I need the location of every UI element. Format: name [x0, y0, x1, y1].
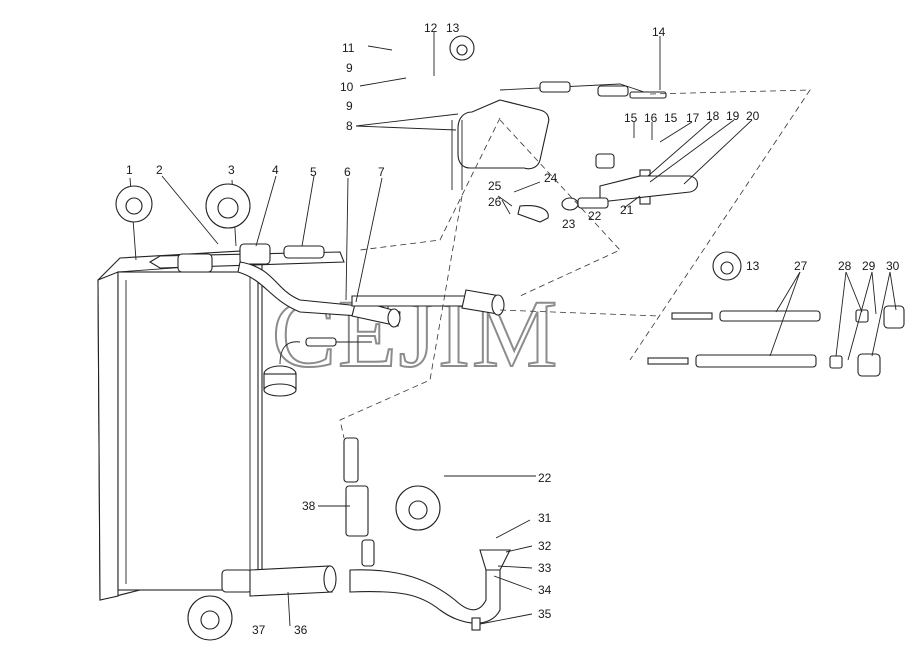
- radiator: [97, 249, 263, 601]
- callout-24: 24: [544, 171, 558, 185]
- callout-36: 36: [294, 623, 308, 637]
- callout-21: 21: [620, 203, 634, 217]
- callout-38: 38: [302, 499, 316, 513]
- callout-35: 35: [538, 607, 552, 621]
- callout-9b: 9: [346, 99, 353, 113]
- callout-20: 20: [746, 109, 760, 123]
- callout-16: 16: [644, 111, 658, 125]
- clamp-icon: [115, 35, 742, 641]
- lower-hose: [221, 437, 511, 631]
- callout-12: 12: [424, 21, 438, 35]
- callout-23: 23: [562, 217, 576, 231]
- callout-18: 18: [706, 109, 720, 123]
- callout-19: 19: [726, 109, 740, 123]
- callout-2: 2: [156, 163, 163, 177]
- callout-1: 1: [126, 163, 133, 177]
- callout-10: 10: [340, 80, 354, 94]
- callout-13a: 13: [446, 21, 460, 35]
- callout-3: 3: [228, 163, 235, 177]
- leader-lines: [129, 32, 897, 627]
- callout-6: 6: [344, 165, 351, 179]
- right-tubes: [647, 305, 905, 377]
- expansion-tank: [263, 337, 372, 397]
- callout-13b: 13: [746, 259, 760, 273]
- callout-8: 8: [346, 119, 353, 133]
- callout-27: 27: [794, 259, 808, 273]
- callout-5: 5: [310, 165, 317, 179]
- callout-37: 37: [252, 623, 266, 637]
- callout-26: 26: [488, 195, 502, 209]
- callout-17: 17: [686, 111, 700, 125]
- callout-9a: 9: [346, 61, 353, 75]
- callout-15b: 15: [664, 111, 678, 125]
- callout-14: 14: [652, 25, 666, 39]
- callout-31: 31: [538, 511, 552, 525]
- callout-30: 30: [886, 259, 900, 273]
- callout-labels: 1 2 3 4 5 6 7 8 9 9 10 11 12 13 13 14 15…: [126, 21, 900, 637]
- callout-34: 34: [538, 583, 552, 597]
- upper-hose: [148, 243, 505, 328]
- connection-lines: [339, 89, 811, 439]
- callout-25: 25: [488, 179, 502, 193]
- callout-22a: 22: [588, 209, 602, 223]
- top-pipe-frame: [451, 81, 699, 223]
- callout-4: 4: [272, 163, 279, 177]
- callout-32: 32: [538, 539, 552, 553]
- callout-11: 11: [342, 41, 355, 55]
- callout-33: 33: [538, 561, 552, 575]
- callout-22b: 22: [538, 471, 552, 485]
- callout-28: 28: [838, 259, 852, 273]
- callout-15a: 15: [624, 111, 638, 125]
- callout-7: 7: [378, 165, 385, 179]
- callout-29: 29: [862, 259, 876, 273]
